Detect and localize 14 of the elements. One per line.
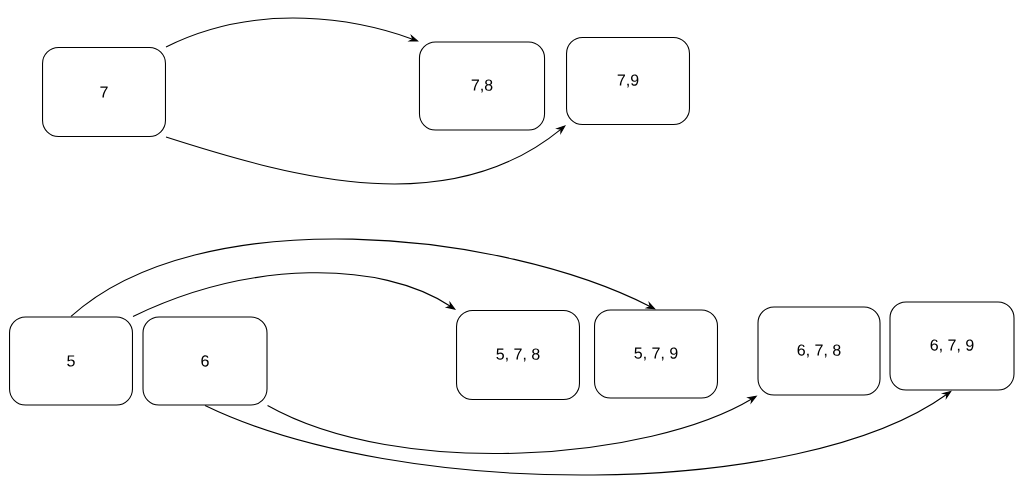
arrow — [165, 125, 566, 185]
arrow — [132, 272, 456, 317]
process-box: 6, 7, 8 — [757, 306, 881, 396]
arrow — [70, 238, 656, 317]
arrow — [204, 390, 952, 476]
process-box: 7,9 — [566, 37, 690, 125]
process-box: 7,8 — [418, 41, 546, 131]
process-box: 7 — [42, 46, 166, 138]
process-box: 5, 7, 8 — [456, 309, 580, 401]
process-box: 5 — [9, 316, 133, 406]
process-box: 5, 7, 9 — [594, 309, 718, 399]
process-box: 6 — [142, 316, 268, 406]
process-box: 6, 7, 9 — [889, 301, 1015, 391]
arrow — [165, 17, 419, 48]
